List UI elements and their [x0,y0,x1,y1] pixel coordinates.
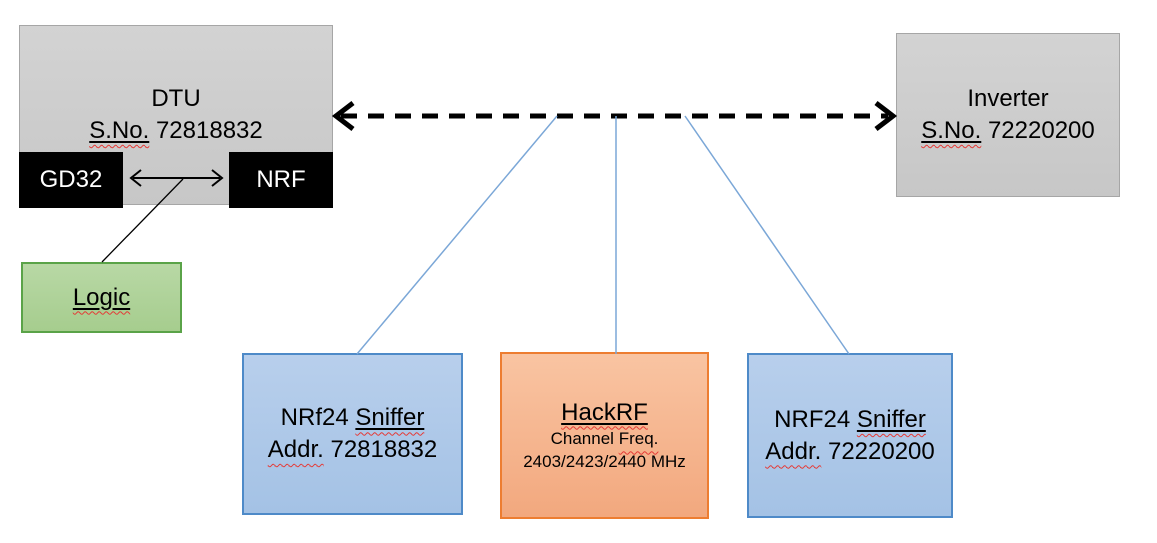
rf-connector-right [684,115,850,355]
sniffer-right-title: NRF24 Sniffer [749,404,951,436]
dtu-serial: S.No. 72818832 [20,115,332,147]
hackrf-title-line: HackRF [502,397,707,429]
node-sniffer-right: NRF24 Sniffer Addr. 72220200 [747,353,953,518]
gd32-label: GD32 [39,166,103,193]
sniffer-left-title: NRf24 Sniffer [244,402,461,434]
node-logic: Logic [21,262,182,333]
sniffer-right-title-prefix: NRF24 [774,405,851,433]
dtu-inverter-dashed-link [331,101,898,131]
hackrf-subtitle-word: Freq. [618,429,659,449]
hackrf-title: HackRF [561,398,648,426]
inverter-serial-label: S.No. [921,117,982,144]
sniffer-left-title-prefix: NRf24 [280,404,349,432]
inverter-serial-number: 72220200 [987,117,1095,144]
sniffer-right-addr-value: 72220200 [827,437,935,465]
sniffer-left-addr-label: Addr. [267,436,324,463]
node-inverter: Inverter S.No. 72220200 [896,33,1120,197]
inverter-title: Inverter [967,85,1049,113]
hackrf-subtitle: Channel Freq. [502,428,707,451]
hackrf-subtitle-prefix: Channel [550,429,614,449]
logic-label: Logic [72,283,131,311]
rf-connector-left [356,115,558,355]
nrf-label: NRF [256,166,306,193]
dashed-link-arrowhead-right [874,101,898,131]
inverter-serial: S.No. 72220200 [897,115,1119,147]
sniffer-right-addr-label: Addr. [765,437,822,465]
dtu-serial-label: S.No. [89,117,150,144]
chip-gd32: GD32 [19,152,123,208]
dashed-link-arrowhead-left [331,101,355,131]
dtu-title: DTU [151,85,201,113]
sniffer-right-addr: Addr. 72220200 [749,436,951,468]
node-sniffer-left: NRf24 Sniffer Addr. 72818832 [242,353,463,515]
hackrf-frequencies: 2403/2423/2440 MHz [523,452,686,472]
sniffer-left-addr: Addr. 72818832 [244,434,461,466]
dtu-serial-number: 72818832 [155,117,263,144]
sniffer-right-title-word: Sniffer [856,405,926,433]
node-hackrf: HackRF Channel Freq. 2403/2423/2440 MHz [500,352,709,519]
sniffer-left-title-word: Sniffer [355,404,425,432]
chip-nrf: NRF [229,152,333,208]
logic-label-line: Logic [23,282,180,314]
sniffer-left-addr-value: 72818832 [330,436,438,463]
